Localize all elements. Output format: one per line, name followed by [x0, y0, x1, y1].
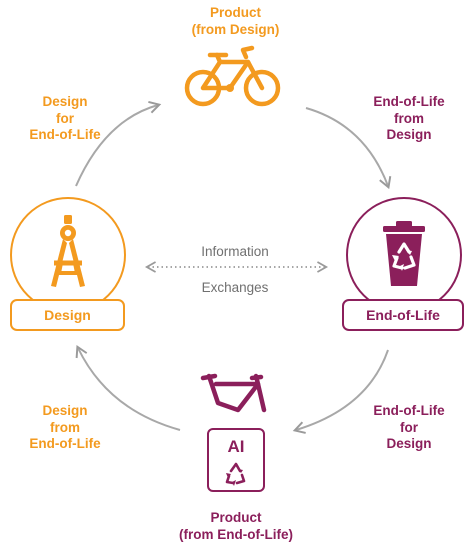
bicycle-crank [226, 84, 234, 92]
recycle-icon [225, 462, 246, 486]
ai-card-text: AI [227, 437, 245, 456]
exchanges-label: Exchanges [201, 280, 269, 295]
bicycle-icon [184, 45, 281, 107]
design-for-eol-line1: Design [42, 94, 88, 109]
end-of-life-badge-label: End-of-Life [366, 307, 440, 323]
product-from-end-of-life-label: Product (from End-of-Life) [150, 510, 322, 543]
eol-from-design-line3: Design [386, 127, 432, 142]
eol-for-design-line2: for [400, 419, 418, 435]
arrow-eol-to-product-eol [292, 349, 389, 434]
product-from-end-of-life-line1: Product [210, 510, 262, 525]
compass-icon [51, 215, 85, 287]
design-from-eol-line1: Design [42, 403, 88, 418]
ai-card [207, 428, 265, 492]
product-from-end-of-life-line2: (from End-of-Life) [179, 526, 293, 542]
design-for-end-of-life-label: Design for End-of-Life [10, 94, 120, 144]
product-from-design-label: Product (from Design) [170, 5, 301, 38]
design-from-eol-line3: End-of-Life [29, 436, 101, 451]
design-from-end-of-life-label: Design from End-of-Life [10, 403, 120, 453]
eol-from-design-line2: from [394, 110, 424, 126]
arrow-design-to-product [75, 100, 162, 187]
eol-for-design-line3: Design [386, 436, 432, 451]
eol-from-design-line1: End-of-Life [373, 94, 445, 109]
product-from-design-line1: Product [209, 5, 261, 20]
design-from-eol-line2: from [50, 419, 80, 435]
product-from-design-line2: (from Design) [191, 21, 280, 37]
eol-for-design-line1: End-of-Life [373, 403, 445, 418]
end-of-life-badge: End-of-Life [342, 299, 464, 331]
design-for-eol-line2: for [56, 110, 74, 126]
end-of-life-from-design-label: End-of-Life from Design [354, 94, 464, 144]
design-for-eol-line3: End-of-Life [29, 127, 101, 142]
bike-frame-icon [200, 373, 267, 413]
design-badge: Design [10, 299, 125, 331]
arrow-product-eol-to-design [75, 344, 181, 431]
design-badge-label: Design [44, 307, 91, 323]
end-of-life-for-design-label: End-of-Life for Design [354, 403, 464, 453]
information-label: Information [201, 244, 269, 259]
recycle-bin-icon [383, 221, 425, 286]
arrow-product-to-eol [305, 107, 392, 190]
